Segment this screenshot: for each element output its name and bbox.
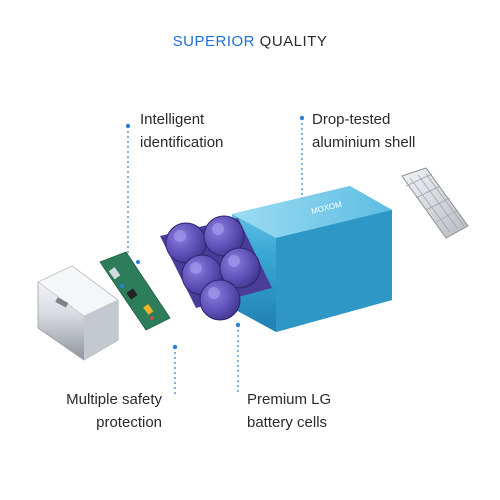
leader-dot-cells <box>235 322 241 328</box>
callout-shell-line2: aluminium shell <box>312 134 416 151</box>
headline-accent: SUPERIOR <box>172 33 255 50</box>
callout-aluminium-shell: Drop-tested aluminium shell <box>312 108 415 154</box>
callout-cells-line2: battery cells <box>247 414 328 431</box>
leader-dot-intelligent <box>125 123 131 129</box>
callout-intelligent-identification: Intelligent identification <box>140 108 223 154</box>
callout-multiple-safety: Multiple safety protection <box>40 388 162 434</box>
leader-dot-shell <box>299 115 305 121</box>
headline-rest: QUALITY <box>255 33 328 50</box>
leader-dot-safety <box>172 344 178 350</box>
callout-premium-cells: Premium LG battery cells <box>247 388 331 434</box>
callout-safety-line1: Multiple safety <box>66 391 162 408</box>
callout-cells-line1: Premium LG <box>247 391 332 408</box>
leader-lines <box>127 118 303 395</box>
pcb-board-icon <box>99 251 171 331</box>
callout-safety-line2: protection <box>96 414 162 431</box>
callout-shell-line1: Drop-tested <box>312 111 391 128</box>
callout-intelligent-line2: identification <box>140 134 224 151</box>
battery-cells-icon <box>160 215 272 321</box>
aluminium-shell-icon: MOXOM <box>232 186 392 332</box>
page-headline: SUPERIOR QUALITY <box>0 33 500 50</box>
vent-grille-icon <box>401 167 469 239</box>
callout-intelligent-line1: Intelligent <box>140 111 205 128</box>
end-cap-icon <box>37 265 119 361</box>
